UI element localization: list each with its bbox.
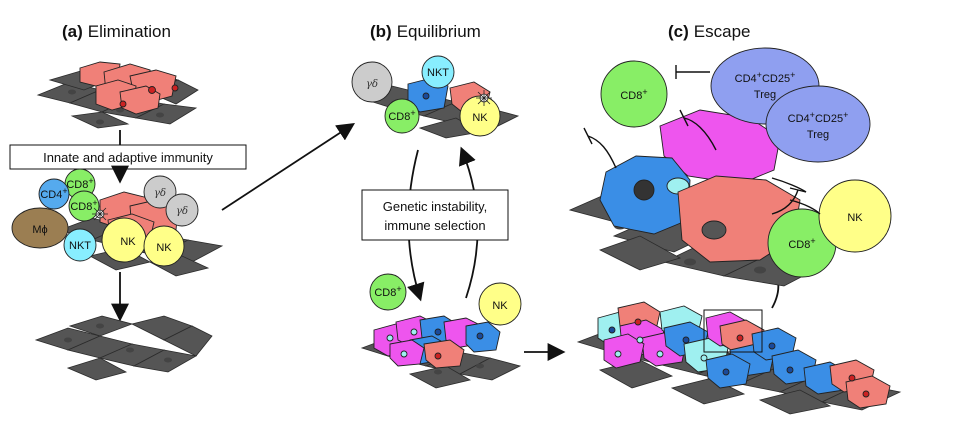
instability-line2: immune selection bbox=[384, 218, 485, 233]
panel-b-bottom-tissue bbox=[360, 315, 522, 389]
svg-text:CD4+: CD4+ bbox=[40, 186, 67, 201]
cell-cd8-b-free: CD8+ bbox=[369, 273, 407, 311]
svg-text:NK: NK bbox=[156, 242, 172, 254]
svg-text:CD8+: CD8+ bbox=[374, 284, 401, 299]
svg-text:γδ: γδ bbox=[176, 206, 188, 217]
inhibition-lines bbox=[583, 65, 821, 215]
svg-text:NK: NK bbox=[472, 112, 488, 124]
cell-gamma-delta-2: γδ bbox=[165, 193, 199, 227]
svg-text:Mϕ: Mϕ bbox=[32, 224, 47, 236]
cell-cd4-a: CD4+ bbox=[38, 178, 70, 210]
killing-burst bbox=[92, 206, 108, 222]
cell-cd8-c-right: CD8+ bbox=[767, 208, 837, 278]
panel-c-zoomed-tumor: CD8+ CD4+CD25+ Treg CD4+CD25+ Treg CD8+ … bbox=[568, 47, 892, 287]
cell-cd8-c-left: CD8+ bbox=[600, 60, 668, 128]
cell-cd8-b-top: CD8+ bbox=[384, 98, 420, 134]
svg-text:Treg: Treg bbox=[754, 89, 776, 101]
instability-line1: Genetic instability, bbox=[383, 199, 488, 214]
panel-b-top-tissue: γδ NKT CD8+ NK bbox=[351, 55, 520, 139]
svg-text:CD8+: CD8+ bbox=[788, 236, 815, 251]
svg-text:CD4+CD25+: CD4+CD25+ bbox=[788, 110, 849, 125]
cell-gamma-delta-1: γδ bbox=[143, 175, 177, 209]
cell-gamma-delta-b: γδ bbox=[351, 61, 393, 103]
cell-nk-a2: NK bbox=[143, 225, 185, 267]
svg-text:CD4+CD25+: CD4+CD25+ bbox=[735, 70, 796, 85]
svg-text:CD8+: CD8+ bbox=[66, 176, 93, 191]
cell-cd8-a2: CD8+ bbox=[68, 190, 100, 222]
svg-text:CD8+: CD8+ bbox=[388, 108, 415, 123]
cell-nk-b-top: NK bbox=[459, 95, 501, 137]
svg-text:CD8+: CD8+ bbox=[70, 198, 97, 213]
panel-a-immune-attack: γδ γδ CD8+ CD4+ CD8+ Mϕ NKT NK bbox=[11, 168, 224, 277]
cell-nk-c: NK bbox=[818, 179, 892, 253]
panel-a-title: (a)Elimination bbox=[62, 22, 171, 41]
panel-b-title: (b)Equilibrium bbox=[370, 22, 481, 41]
cell-nkt-a: NKT bbox=[63, 228, 97, 262]
immunity-label: Innate and adaptive immunity bbox=[43, 150, 213, 165]
svg-text:NKT: NKT bbox=[69, 240, 91, 252]
cell-nk-a1: NK bbox=[101, 217, 147, 263]
panel-c-title: (c)Escape bbox=[668, 22, 750, 41]
immunity-box: Innate and adaptive immunity bbox=[9, 144, 247, 170]
panel-a-normal-tissue bbox=[34, 315, 213, 381]
cell-nkt-b: NKT bbox=[421, 55, 455, 89]
svg-text:NKT: NKT bbox=[427, 67, 449, 79]
svg-text:Treg: Treg bbox=[807, 129, 829, 141]
instability-box: Genetic instability, immune selection bbox=[361, 189, 509, 241]
panel-c-bottom-tissue bbox=[576, 301, 902, 415]
svg-text:NK: NK bbox=[120, 236, 136, 248]
svg-text:CD8+: CD8+ bbox=[620, 87, 647, 102]
svg-text:NK: NK bbox=[492, 300, 508, 312]
zoom-region-box bbox=[703, 309, 763, 353]
arrow-elimination-to-equilibrium bbox=[221, 123, 356, 211]
panel-a-tumor-tissue bbox=[36, 61, 199, 129]
svg-text:γδ: γδ bbox=[366, 79, 378, 90]
cell-treg-2: CD4+CD25+ Treg bbox=[765, 85, 871, 163]
svg-text:NK: NK bbox=[847, 212, 863, 224]
svg-text:γδ: γδ bbox=[154, 188, 166, 199]
cell-macrophage: Mϕ bbox=[11, 207, 69, 249]
cell-nk-b-free: NK bbox=[478, 282, 522, 326]
